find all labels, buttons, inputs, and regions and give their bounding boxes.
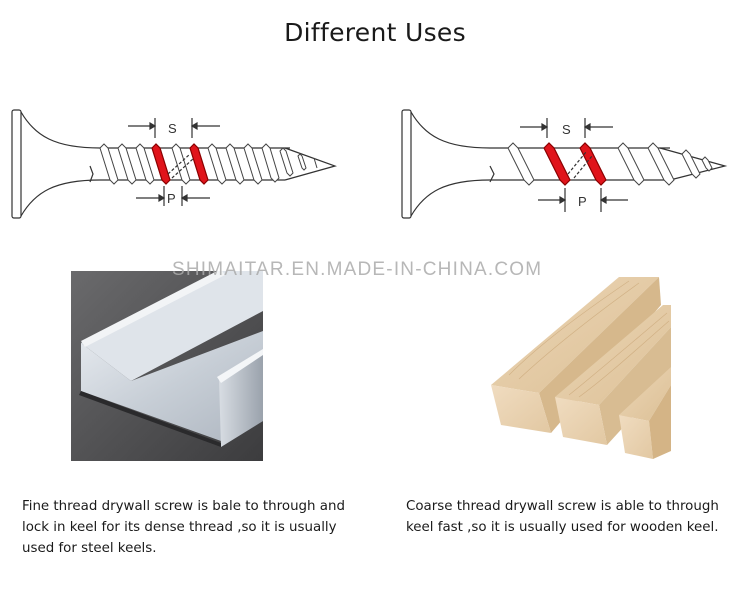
coarse-thread-description: Coarse thread drywall screw is able to t… [406, 499, 719, 535]
fine-thread-screw-diagram: S P [0, 96, 360, 226]
pitch-label: P [578, 194, 587, 209]
coarse-thread-screw-icon: S P [401, 109, 728, 219]
spacing-label: S [562, 122, 571, 137]
wooden-keel-photo [479, 275, 671, 465]
fine-thread-screw-icon: S P [11, 109, 337, 219]
steel-keel-photo [71, 271, 263, 461]
spacing-label: S [168, 121, 177, 136]
watermark-text: SHIMAITAR.EN.MADE-IN-CHINA.COM [172, 259, 543, 280]
coarse-thread-screw-diagram: S P [390, 96, 750, 226]
fine-thread-description: Fine thread drywall screw is bale to thr… [22, 499, 345, 556]
wood-beams-image-icon [479, 275, 671, 465]
steel-channel-image-icon [71, 271, 263, 461]
pitch-label: P [167, 191, 176, 206]
page-title: Different Uses [284, 18, 466, 47]
